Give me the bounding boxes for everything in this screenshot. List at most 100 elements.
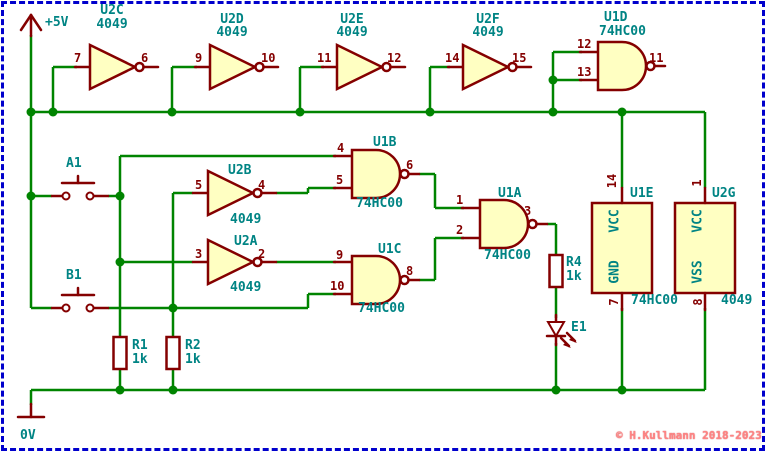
value-u2a: 4049 bbox=[230, 280, 262, 295]
resistor-r4[interactable] bbox=[548, 253, 564, 289]
nand-u1a[interactable] bbox=[460, 198, 549, 250]
value-r1: 1k bbox=[132, 352, 148, 367]
pin-u1e-bottom: 7 bbox=[607, 298, 621, 306]
ref-u1b: U1B bbox=[373, 135, 397, 150]
pin-u2d-in: 9 bbox=[195, 51, 203, 65]
pin-u2d-out: 10 bbox=[261, 51, 276, 65]
nand-u1b[interactable] bbox=[332, 148, 421, 200]
pin-u2b-in: 5 bbox=[195, 178, 203, 192]
junction-dot bbox=[617, 385, 627, 395]
resistor-r2[interactable] bbox=[165, 335, 181, 371]
pushbutton-b1[interactable] bbox=[50, 286, 110, 313]
ref-e1: E1 bbox=[571, 320, 587, 335]
ref-u1a: U1A bbox=[498, 186, 522, 201]
ref-u1e: U1E bbox=[630, 186, 654, 201]
value-u1b: 74HC00 bbox=[356, 196, 403, 211]
pin-u2e-in: 11 bbox=[317, 51, 332, 65]
ref-u2a: U2A bbox=[234, 234, 258, 249]
ref-r4: R4 bbox=[566, 255, 582, 270]
junction-dot bbox=[26, 107, 36, 117]
value-u2d: 4049 bbox=[216, 25, 248, 40]
pin-u1c-out: 8 bbox=[406, 264, 414, 278]
pin-u1a-in1: 1 bbox=[456, 193, 464, 207]
pin-u1b-out: 6 bbox=[406, 158, 414, 172]
value-u1a: 74HC00 bbox=[484, 248, 531, 263]
pin-u1b-in1: 4 bbox=[337, 141, 345, 155]
value-u1d: 74HC00 bbox=[599, 24, 646, 39]
junction-dot bbox=[551, 385, 561, 395]
resistor-r1[interactable] bbox=[112, 335, 128, 371]
pin-u1a-in2: 2 bbox=[456, 223, 464, 237]
ref-u2f: U2F bbox=[476, 12, 500, 27]
u2g-vss-pin-label: VSS bbox=[690, 260, 706, 284]
inverter-u2e[interactable] bbox=[320, 42, 407, 92]
ref-r1: R1 bbox=[132, 338, 148, 353]
inverter-u2c[interactable] bbox=[73, 42, 160, 92]
junction-dot bbox=[168, 385, 178, 395]
junction-dot bbox=[548, 75, 558, 85]
nand-u1d[interactable] bbox=[578, 40, 667, 92]
ref-u2e: U2E bbox=[340, 12, 364, 27]
junction-dot bbox=[167, 107, 177, 117]
gnd-label: 0V bbox=[20, 428, 36, 443]
power-unit-u1e[interactable] bbox=[590, 186, 654, 312]
junction-dot bbox=[115, 191, 125, 201]
pin-u2c-out: 6 bbox=[141, 51, 149, 65]
inverter-u2b[interactable] bbox=[191, 168, 278, 218]
junction-dot bbox=[548, 107, 558, 117]
pin-u1a-out: 3 bbox=[524, 204, 532, 218]
pin-u2f-out: 15 bbox=[512, 51, 527, 65]
pin-u2g-top: 1 bbox=[690, 179, 704, 187]
inverter-u2f[interactable] bbox=[446, 42, 533, 92]
inverter-u2a[interactable] bbox=[191, 237, 278, 287]
u1e-gnd-pin-label: GND bbox=[607, 260, 623, 284]
inverter-u2d[interactable] bbox=[193, 42, 280, 92]
junction-dot bbox=[168, 303, 178, 313]
ref-u1c: U1C bbox=[378, 242, 402, 257]
pin-u1d-in1: 12 bbox=[577, 37, 592, 51]
u1e-vcc-pin-label: VCC bbox=[607, 209, 623, 233]
pin-u1c-in1: 9 bbox=[336, 248, 344, 262]
pushbutton-a1[interactable] bbox=[50, 174, 110, 201]
pin-u1b-in2: 5 bbox=[336, 173, 344, 187]
junction-dot bbox=[425, 107, 435, 117]
u2g-vcc-pin-label: VCC bbox=[690, 209, 706, 233]
pin-u2c-in: 7 bbox=[74, 51, 82, 65]
ref-u1d: U1D bbox=[604, 10, 628, 25]
pin-u1d-in2: 13 bbox=[577, 65, 592, 79]
junction-dot bbox=[115, 385, 125, 395]
ref-r2: R2 bbox=[185, 338, 201, 353]
pin-u2e-out: 12 bbox=[387, 51, 402, 65]
pin-u2a-out: 2 bbox=[258, 247, 266, 261]
pin-u2b-out: 4 bbox=[258, 178, 266, 192]
ref-b1: B1 bbox=[66, 268, 82, 283]
pin-u1d-out: 11 bbox=[649, 51, 664, 65]
value-r4: 1k bbox=[566, 269, 582, 284]
vcc-power-symbol[interactable] bbox=[19, 13, 43, 38]
value-u1c: 74HC00 bbox=[358, 301, 405, 316]
value-u2e: 4049 bbox=[336, 25, 368, 40]
nand-u1c[interactable] bbox=[332, 254, 421, 306]
pin-u2f-in: 14 bbox=[445, 51, 460, 65]
pin-u2a-in: 3 bbox=[195, 247, 203, 261]
gnd-power-symbol[interactable] bbox=[16, 402, 46, 419]
pin-u2g-bottom: 8 bbox=[691, 298, 705, 306]
junction-dot bbox=[617, 107, 627, 117]
vcc-label: +5V bbox=[45, 15, 69, 30]
value-u2b: 4049 bbox=[230, 212, 262, 227]
pin-u1e-top: 14 bbox=[605, 173, 619, 189]
ref-u2c: U2C bbox=[100, 3, 124, 18]
copyright-text: © H.Kullmann 2018-2023 bbox=[616, 429, 762, 442]
ref-u2g: U2G bbox=[712, 186, 736, 201]
power-unit-u2g[interactable] bbox=[673, 186, 737, 312]
value-r2: 1k bbox=[185, 352, 201, 367]
junction-dot bbox=[295, 107, 305, 117]
ref-u2d: U2D bbox=[220, 12, 244, 27]
value-u1e: 74HC00 bbox=[631, 293, 678, 308]
led-e1[interactable] bbox=[545, 313, 577, 348]
pin-u1c-in2: 10 bbox=[330, 279, 345, 293]
ref-a1: A1 bbox=[66, 156, 82, 171]
junction-group bbox=[26, 75, 627, 395]
